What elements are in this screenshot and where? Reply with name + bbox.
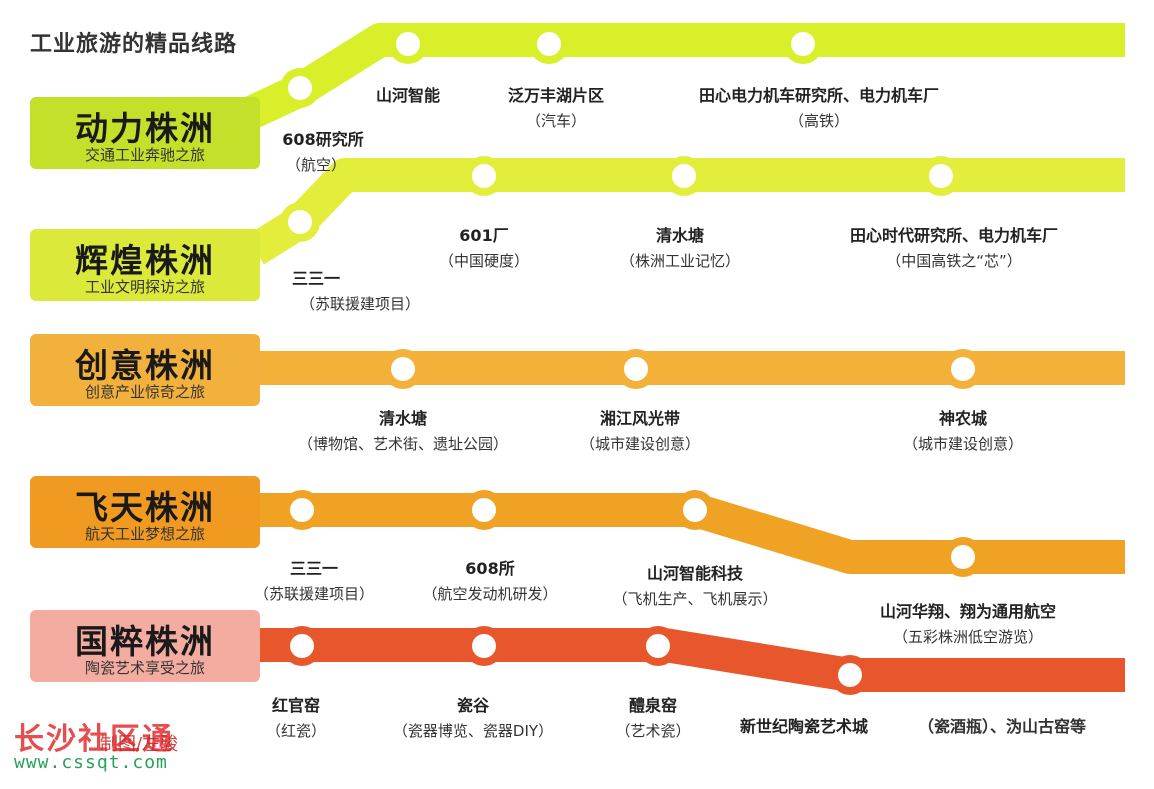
stop-note: （苏联援建项目）: [299, 295, 421, 313]
stop-note: （苏联援建项目）: [253, 585, 375, 603]
stop-label: 山河华翔、翔为通用航空: [879, 602, 1057, 621]
route-name: 动力株洲: [75, 109, 215, 148]
stop-label: 泛万丰湖片区: [507, 86, 605, 105]
stop-label: 608研究所: [282, 130, 364, 149]
stop-label: 神农城: [938, 409, 988, 428]
stop-marker-inner: [396, 32, 420, 56]
route-name: 创意株洲: [75, 346, 215, 385]
route-subtitle: 创意产业惊奇之旅: [84, 383, 205, 401]
stop-label: 三三一: [291, 269, 341, 288]
route-badge-chuangyi: 创意株洲 创意产业惊奇之旅: [30, 334, 260, 406]
stop-marker-inner: [472, 498, 496, 522]
stop-note: （飞机生产、飞机展示）: [612, 590, 778, 608]
stop-label: 清水塘: [655, 226, 705, 245]
route-name: 飞天株洲: [75, 488, 215, 527]
stop-marker-inner: [472, 164, 496, 188]
stop-marker-inner: [683, 498, 707, 522]
stop-marker-inner: [951, 545, 975, 569]
stop-marker-inner: [838, 663, 862, 687]
stop-marker-inner: [290, 498, 314, 522]
stop-marker-inner: [290, 634, 314, 658]
stop-note: （株洲工业记忆）: [619, 252, 741, 270]
route-line: [232, 23, 1125, 134]
route-line: [246, 158, 1125, 265]
stop-label: 红官窑: [271, 696, 321, 715]
stop-label: 新世纪陶瓷艺术城: [739, 717, 869, 736]
stop-marker-inner: [288, 210, 312, 234]
stop-marker-inner: [537, 32, 561, 56]
stop-label: 醴泉窑: [628, 696, 678, 715]
stop-label: 601厂: [459, 226, 509, 245]
stop-label: 田心时代研究所、电力机车厂: [849, 226, 1059, 245]
stop-note: （五彩株洲低空游览）: [892, 628, 1044, 646]
route-subtitle: 陶瓷艺术享受之旅: [84, 659, 205, 677]
stop-note: （城市建设创意）: [902, 435, 1024, 453]
stop-marker-inner: [646, 634, 670, 658]
stop-note: （瓷酒瓶）、沩山古窑等: [917, 717, 1087, 736]
stop-note: （航空发动机研发）: [422, 585, 558, 603]
stop-label: 瓷谷: [456, 696, 490, 715]
stop-label: 清水塘: [378, 409, 428, 428]
stop-marker-inner: [391, 357, 415, 381]
route-subtitle: 工业文明探访之旅: [84, 278, 205, 296]
stop-label: 三三一: [289, 559, 339, 578]
stop-note: （中国硬度）: [438, 252, 530, 270]
route-line: [255, 628, 1125, 692]
route-name: 国粹株洲: [75, 622, 215, 661]
route-badge-huihuang: 辉煌株洲 工业文明探访之旅: [30, 229, 260, 301]
stop-marker-inner: [791, 32, 815, 56]
stop-note: （汽车）: [525, 112, 587, 130]
watermark-url: www.cssqt.com: [14, 752, 168, 773]
stop-label: 608所: [465, 559, 515, 578]
stop-note: （高铁）: [788, 112, 850, 130]
route-name: 辉煌株洲: [75, 241, 215, 280]
stop-note: （瓷器博览、瓷器DIY）: [392, 722, 554, 740]
stop-marker-inner: [951, 357, 975, 381]
stop-label: 山河智能科技: [646, 564, 744, 583]
route-subtitle: 交通工业奔驰之旅: [84, 146, 205, 164]
route-badge-dongli: 动力株洲 交通工业奔驰之旅: [30, 97, 260, 169]
stop-note: （红瓷）: [265, 722, 327, 740]
route-subtitle: 航天工业梦想之旅: [84, 525, 205, 543]
watermark-credit: 制图/左骏: [100, 734, 179, 755]
stop-note: （艺术瓷）: [615, 722, 691, 740]
route-badge-feitian: 飞天株洲 航天工业梦想之旅: [30, 476, 260, 548]
stop-marker-inner: [288, 76, 312, 100]
stop-note: （航空）: [285, 156, 347, 174]
stop-marker-inner: [672, 164, 696, 188]
stop-label: 山河智能: [375, 86, 441, 105]
stop-label: 田心电力机车研究所、电力机车厂: [698, 86, 940, 105]
stop-label: 湘江风光带: [599, 409, 681, 428]
page-title: 工业旅游的精品线路: [30, 32, 238, 57]
watermark-brand: 长沙社区通: [14, 722, 174, 757]
stop-marker-inner: [929, 164, 953, 188]
stop-note: （中国高铁之“芯”）: [886, 252, 1022, 270]
stop-marker-inner: [472, 634, 496, 658]
stop-note: （博物馆、艺术街、遗址公园）: [297, 435, 509, 453]
route-badge-guocui: 国粹株洲 陶瓷艺术享受之旅: [30, 610, 260, 682]
stop-note: （城市建设创意）: [579, 435, 701, 453]
stop-marker-inner: [624, 357, 648, 381]
